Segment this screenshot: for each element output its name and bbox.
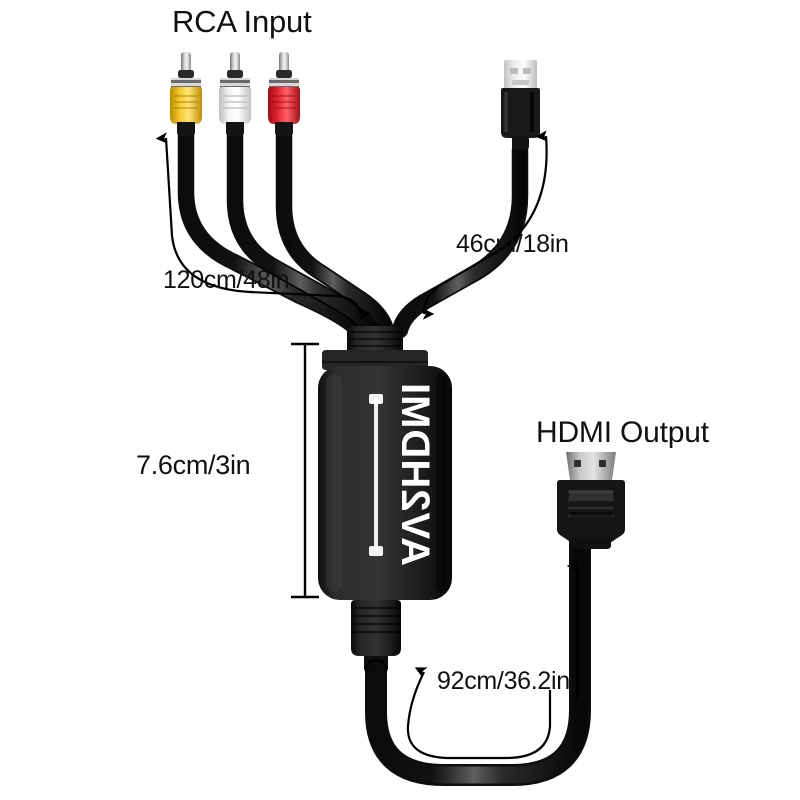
converter-box-height-label: 7.6cm/3in: [136, 450, 251, 480]
hdmi-output-label: HDMI Output: [536, 416, 709, 449]
hdmi-length-arrow: [406, 667, 552, 760]
cable-bundle: [177, 119, 529, 339]
box-brand-text: AV2HDMI: [393, 382, 437, 566]
hdmi-output-cable: [365, 509, 591, 786]
usb-a-connector: [501, 60, 540, 150]
rca-audio-red-connector: [268, 52, 300, 136]
box-height-dimension-line: [291, 342, 319, 599]
av2hdmi-converter-box: AV2HDMI: [318, 326, 452, 673]
rca-cable-length-label: 120cm/48in: [163, 266, 290, 294]
box-brand-marking: AV2HDMI: [369, 382, 437, 566]
usb-length-arrow: [422, 130, 548, 320]
rca-input-label: RCA Input: [172, 4, 312, 39]
hdmi-connector: [557, 452, 625, 549]
hdmi-cable-length-label: 92cm/36.2in: [437, 667, 570, 695]
usb-cable-length-label: 46cm/18in: [456, 230, 569, 258]
rca-length-arrow: [155, 132, 371, 320]
rca-video-yellow-connector: [170, 52, 202, 136]
rca-audio-white-connector: [219, 52, 251, 136]
